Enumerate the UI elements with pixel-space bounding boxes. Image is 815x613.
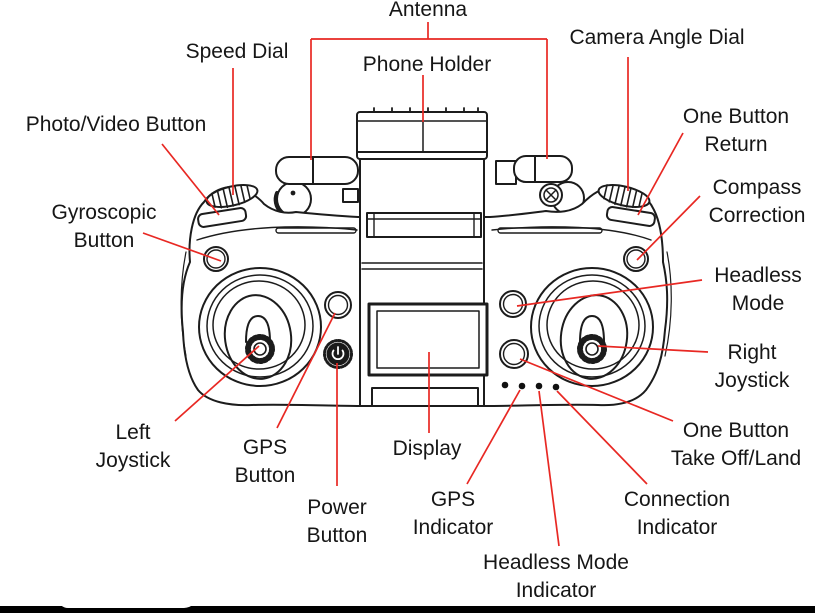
display-screen [367, 302, 489, 377]
label-speed-dial: Speed Dial [185, 40, 289, 63]
left-stick-knurl [245, 334, 275, 364]
right-antenna-arm [495, 155, 585, 215]
left-hinge-rib [273, 191, 283, 214]
page-bottom-bar [0, 606, 815, 613]
leader-antenna [310, 22, 548, 160]
camera-angle-dial-part [597, 184, 651, 209]
label-gps-button: GPS Button [234, 436, 296, 487]
speed-dial-part [205, 184, 259, 209]
gyroscopic-button-part [203, 246, 229, 272]
leader-gps-button [276, 312, 336, 429]
one-button-return-part [605, 206, 656, 227]
leader-connection-indicator [556, 390, 648, 485]
gps-button-part [324, 291, 352, 319]
compass-correction-button-part [623, 246, 649, 272]
label-right-joystick: Right Joystick [714, 341, 790, 392]
power-icon [331, 346, 345, 360]
label-gps-indicator: GPS Indicator [412, 488, 494, 539]
label-left-joystick: Left Joystick [95, 421, 171, 472]
label-phone-holder: Phone Holder [362, 53, 492, 76]
left-antenna-bar [275, 156, 359, 185]
phone-clamp-lower-jaw [371, 387, 479, 407]
leader-gps-indicator [466, 389, 521, 485]
photo-video-button-part [197, 207, 248, 228]
label-camera-angle-dial: Camera Angle Dial [569, 26, 745, 49]
power-button-part [323, 339, 353, 369]
headless-mode-indicator-led [535, 382, 543, 390]
phone-clamp [366, 212, 482, 238]
right-stick-knurl [577, 334, 607, 364]
left-antenna-arm [273, 156, 359, 217]
leader-compass-correction [636, 195, 701, 261]
led-1 [501, 381, 509, 389]
label-photo-video-button: Photo/Video Button [25, 113, 207, 136]
left-joystick-part [198, 267, 322, 387]
leader-right-joystick [597, 345, 709, 353]
label-headless-mode-indicator: Headless Mode Indicator [483, 551, 629, 602]
leader-lines [142, 22, 709, 547]
gps-indicator-led [518, 382, 526, 390]
label-one-button-takeoff: One Button Take Off/Land [670, 419, 802, 470]
leader-headless-mode [516, 279, 703, 307]
label-connection-indicator: Connection Indicator [623, 488, 731, 539]
leader-one-button-return [637, 132, 684, 216]
right-joystick-part [530, 267, 654, 387]
label-power-button: Power Button [306, 496, 368, 547]
right-antenna-bar [513, 155, 573, 183]
leader-headless-indicator [538, 390, 560, 547]
one-button-takeoff-part [499, 339, 529, 369]
label-gyroscopic-button: Gyroscopic Button [51, 201, 157, 252]
led-indicators [501, 381, 560, 391]
label-compass-correction: Compass Correction [708, 176, 806, 227]
leader-gyroscopic [142, 232, 222, 262]
label-one-button-return: One Button Return [682, 105, 790, 156]
leader-left-joystick [174, 345, 260, 422]
leader-photo-video [161, 143, 220, 216]
label-display: Display [392, 437, 462, 460]
label-headless-mode: Headless Mode [714, 264, 802, 315]
page-bottom-bar-notch [58, 594, 198, 608]
leader-one-button-takeoff [519, 358, 674, 422]
right-arm-screw [539, 183, 563, 207]
label-antenna: Antenna [388, 0, 468, 21]
connection-indicator-led [552, 383, 560, 391]
